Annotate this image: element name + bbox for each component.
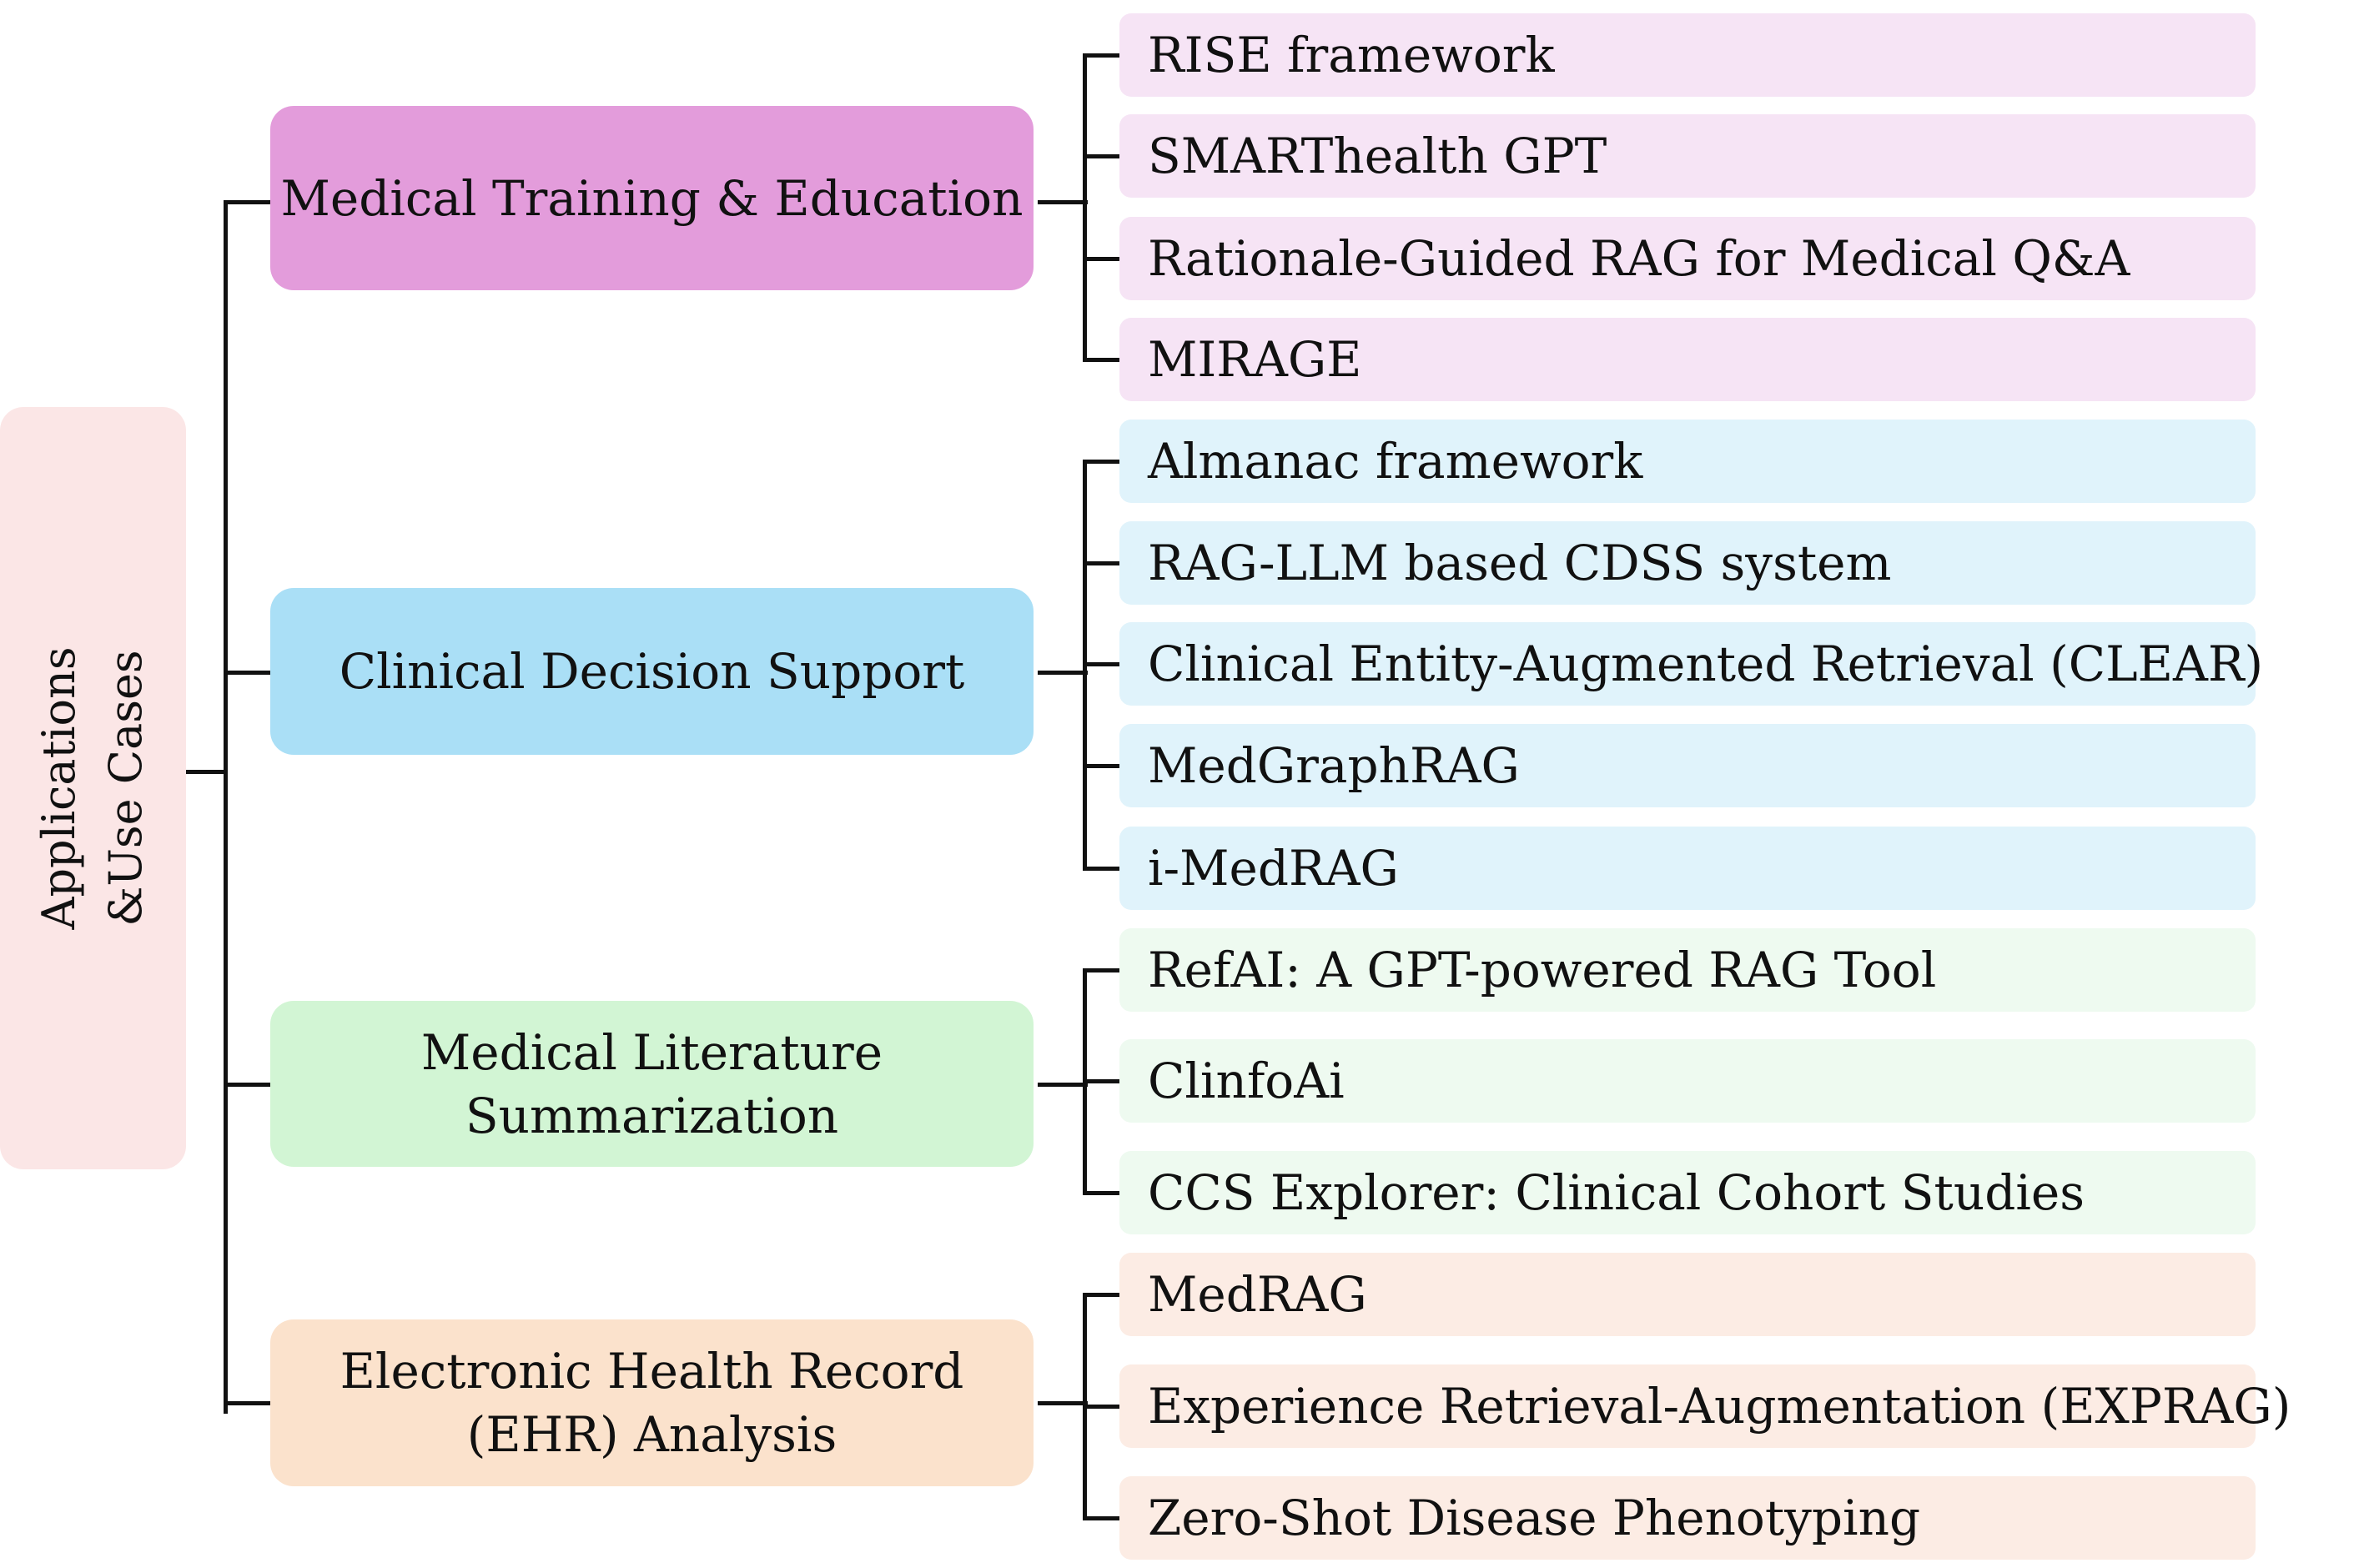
leaf-node: MIRAGE xyxy=(1119,318,2256,401)
leaf-node: RefAI: A GPT-powered RAG Tool xyxy=(1119,928,2256,1012)
leaf-connector xyxy=(1038,200,1088,204)
category-node: Clinical Decision Support xyxy=(270,588,1034,755)
leaf-label: MIRAGE xyxy=(1148,331,1362,388)
leaf-label: MedRAG xyxy=(1148,1266,1367,1323)
leaf-label: CCS Explorer: Clinical Cohort Studies xyxy=(1148,1164,2085,1221)
category-node: Electronic Health Record (EHR) Analysis xyxy=(270,1319,1034,1486)
category-branch xyxy=(224,671,270,675)
leaf-branch xyxy=(1083,1405,1119,1409)
leaf-label: Rationale-Guided RAG for Medical Q&A xyxy=(1148,230,2130,287)
leaf-node: Experience Retrieval-Augmentation (EXPRA… xyxy=(1119,1364,2291,1448)
leaf-branch xyxy=(1083,561,1119,565)
leaf-connector xyxy=(1038,671,1088,675)
leaf-node: SMARThealth GPT xyxy=(1119,114,2256,198)
leaf-label: SMARThealth GPT xyxy=(1148,128,1607,184)
root-node xyxy=(0,407,186,1169)
leaf-label: Zero-Shot Disease Phenotyping xyxy=(1148,1490,1921,1546)
leaf-node: Almanac framework xyxy=(1119,420,2256,503)
leaf-connector xyxy=(1038,1401,1088,1405)
leaf-branch xyxy=(1083,358,1119,362)
leaf-label: RAG-LLM based CDSS system xyxy=(1148,535,1892,591)
leaf-node: RISE framework xyxy=(1119,13,2256,97)
leaf-node: i-MedRAG xyxy=(1119,827,2256,910)
leaf-branch xyxy=(1083,1191,1119,1195)
leaf-label: RefAI: A GPT-powered RAG Tool xyxy=(1148,942,1937,998)
leaf-label: Experience Retrieval-Augmentation (EXPRA… xyxy=(1148,1378,2291,1435)
category-node: Medical Literature Summarization xyxy=(270,1001,1034,1167)
leaf-node: Zero-Shot Disease Phenotyping xyxy=(1119,1476,2256,1560)
category-branch xyxy=(224,1083,270,1087)
leaf-node: MedGraphRAG xyxy=(1119,724,2256,807)
leaf-node: CCS Explorer: Clinical Cohort Studies xyxy=(1119,1151,2256,1234)
category-branch xyxy=(224,200,270,204)
category-label: Medical Training & Education xyxy=(280,169,1024,227)
category-label: Clinical Decision Support xyxy=(339,643,965,700)
leaf-branch xyxy=(1083,968,1119,972)
leaf-node: Rationale-Guided RAG for Medical Q&A xyxy=(1119,217,2256,300)
leaf-label: Almanac framework xyxy=(1148,433,1643,490)
leaf-branch xyxy=(1083,53,1119,58)
leaf-branch xyxy=(1083,257,1119,261)
leaf-label: RISE framework xyxy=(1148,27,1555,83)
leaf-branch xyxy=(1083,662,1119,666)
root-connector xyxy=(186,770,228,774)
leaf-branch xyxy=(1083,764,1119,768)
leaf-label: Clinical Entity-Augmented Retrieval (CLE… xyxy=(1148,636,2264,692)
leaf-trunk xyxy=(1083,53,1087,362)
category-label: Medical Literature Summarization xyxy=(420,1023,883,1144)
leaf-branch xyxy=(1083,1293,1119,1297)
leaf-branch xyxy=(1083,460,1119,464)
leaf-node: ClinfoAi xyxy=(1119,1039,2256,1123)
leaf-label: MedGraphRAG xyxy=(1148,737,1520,794)
leaf-branch xyxy=(1083,154,1119,158)
leaf-node: MedRAG xyxy=(1119,1253,2256,1336)
leaf-branch xyxy=(1083,1516,1119,1520)
leaf-branch xyxy=(1083,867,1119,871)
category-node: Medical Training & Education xyxy=(270,106,1034,290)
root-label: Applications &Use Cases xyxy=(33,646,152,930)
leaf-connector xyxy=(1038,1083,1088,1087)
category-branch xyxy=(224,1401,270,1405)
leaf-node: Clinical Entity-Augmented Retrieval (CLE… xyxy=(1119,622,2263,706)
category-label: Electronic Health Record (EHR) Analysis xyxy=(340,1343,964,1463)
leaf-label: i-MedRAG xyxy=(1148,840,1399,897)
main-trunk xyxy=(224,200,228,1414)
leaf-label: ClinfoAi xyxy=(1148,1053,1345,1109)
leaf-node: RAG-LLM based CDSS system xyxy=(1119,521,2256,605)
leaf-branch xyxy=(1083,1079,1119,1083)
